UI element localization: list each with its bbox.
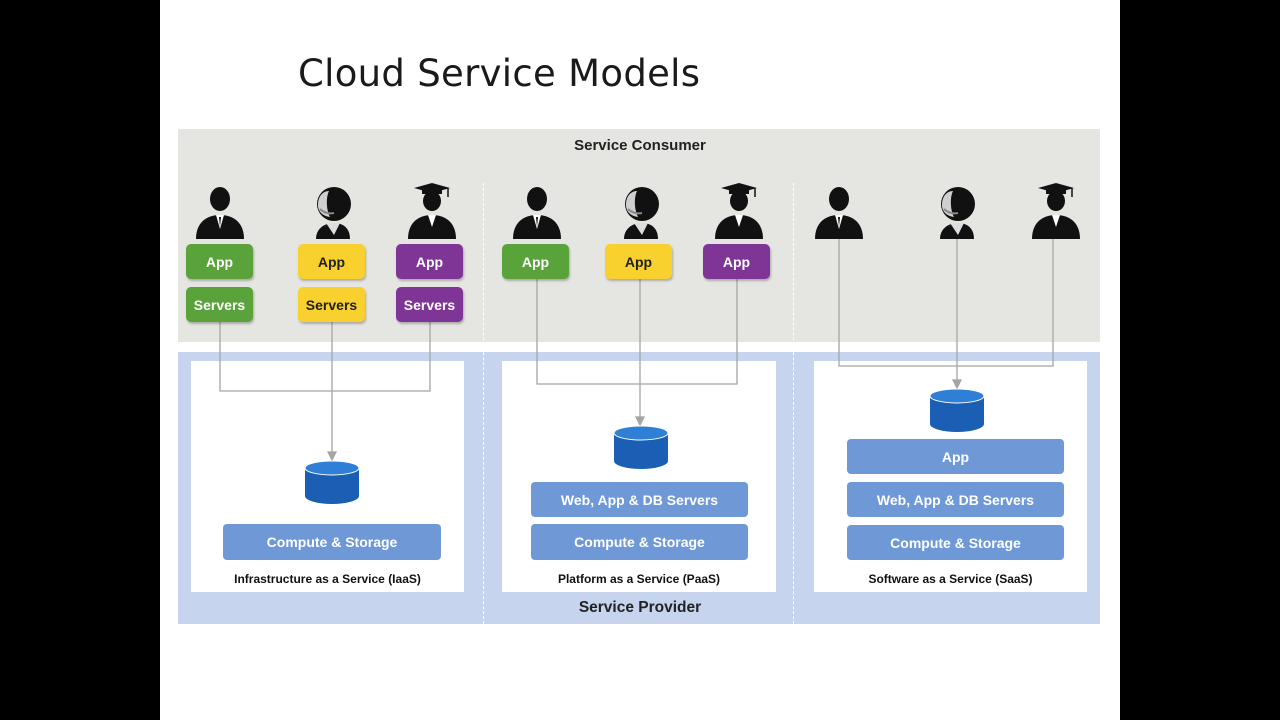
column-divider-1 — [483, 183, 484, 624]
paas-label: Platform as a Service (PaaS) — [557, 572, 721, 586]
support-agent-icon — [624, 187, 659, 239]
paas-web-app-db-servers: Web, App & DB Servers — [531, 482, 748, 517]
graduate-icon — [408, 183, 456, 239]
slide: Cloud Service Models Service Consumer Se… — [160, 0, 1120, 720]
service-provider-label: Service Provider — [578, 599, 702, 616]
graduate-icon — [715, 183, 763, 239]
iaas-compute-storage: Compute & Storage — [223, 524, 441, 560]
businessman-icon — [815, 187, 863, 239]
slide-title: Cloud Service Models — [298, 52, 701, 95]
iaas-servers-purple: Servers — [396, 287, 463, 322]
iaas-app-purple: App — [396, 244, 463, 279]
iaas-app-green: App — [186, 244, 253, 279]
saas-compute-storage: Compute & Storage — [847, 525, 1064, 560]
support-agent-icon — [316, 187, 351, 239]
iaas-label: Infrastructure as a Service (IaaS) — [234, 572, 421, 586]
iaas-app-yellow: App — [298, 244, 365, 279]
paas-compute-storage: Compute & Storage — [531, 524, 748, 560]
businessman-icon — [513, 187, 561, 239]
paas-app-purple: App — [703, 244, 770, 279]
saas-app: App — [847, 439, 1064, 474]
saas-label: Software as a Service (SaaS) — [868, 572, 1033, 586]
paas-app-green: App — [502, 244, 569, 279]
iaas-servers-yellow: Servers — [298, 287, 365, 322]
paas-app-yellow: App — [605, 244, 672, 279]
iaas-servers-green: Servers — [186, 287, 253, 322]
database-icon — [613, 425, 669, 469]
support-agent-icon — [940, 187, 975, 239]
column-divider-2 — [793, 183, 794, 624]
graduate-icon — [1032, 183, 1080, 239]
businessman-icon — [196, 187, 244, 239]
database-icon — [304, 460, 360, 504]
saas-web-app-db-servers: Web, App & DB Servers — [847, 482, 1064, 517]
service-consumer-label: Service Consumer — [574, 137, 706, 154]
database-icon — [929, 388, 985, 432]
